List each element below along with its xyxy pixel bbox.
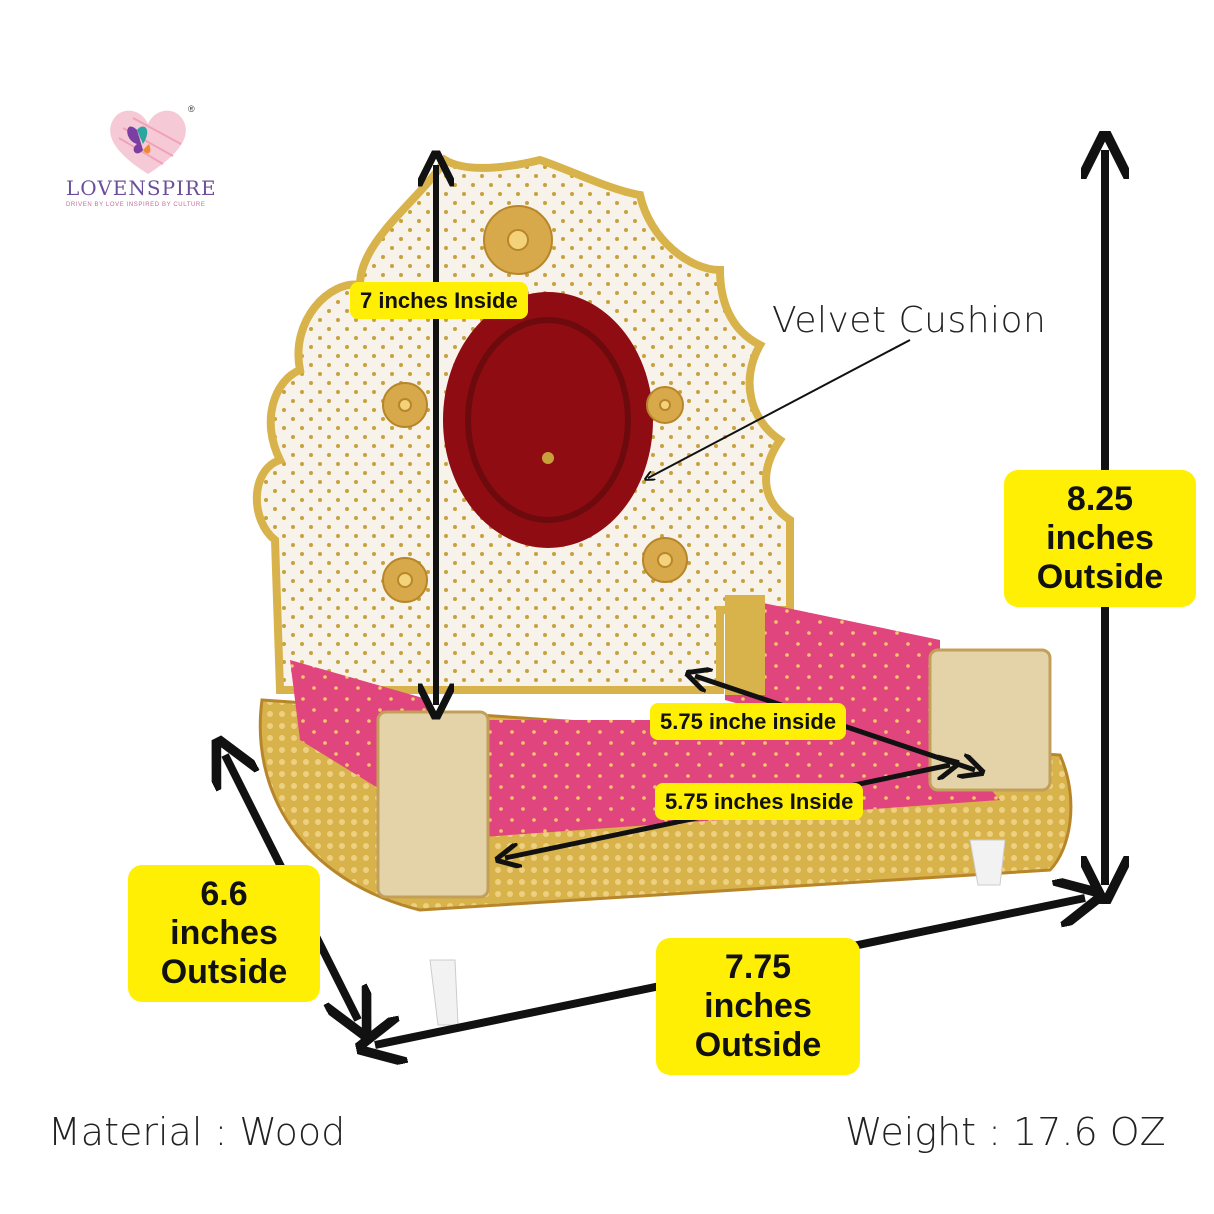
brand-name: LOVENSPIRE xyxy=(66,176,217,200)
width-inside-label: 5.75 inches Inside xyxy=(655,783,864,821)
brand-tagline: DRIVEN BY LOVE INSPIRED BY CULTURE xyxy=(66,202,206,208)
heart-butterfly-icon xyxy=(110,110,186,174)
material-text: Material : Wood xyxy=(48,1110,346,1154)
back-height-inside-label: 7 inches Inside xyxy=(350,282,528,320)
depth-inside-label: 5.75 inche inside xyxy=(650,703,847,741)
depth-outside-label: 6.6 inches Outside xyxy=(128,865,320,1003)
total-height-outside-label: 8.25 inches Outside xyxy=(1004,470,1196,608)
velvet-cushion xyxy=(443,292,653,548)
brand-logo: ® LOVENSPIRE DRIVEN BY LOVE INSPIRED BY … xyxy=(58,104,218,214)
weight-text: Weight : 17.6 OZ xyxy=(845,1110,1166,1154)
width-outside-label: 7.75 inches Outside xyxy=(656,938,860,1076)
callout-leader xyxy=(648,339,911,478)
velvet-cushion-callout: Velvet Cushion xyxy=(772,300,1047,341)
backrest xyxy=(252,154,794,694)
registered-mark: ® xyxy=(188,104,195,114)
